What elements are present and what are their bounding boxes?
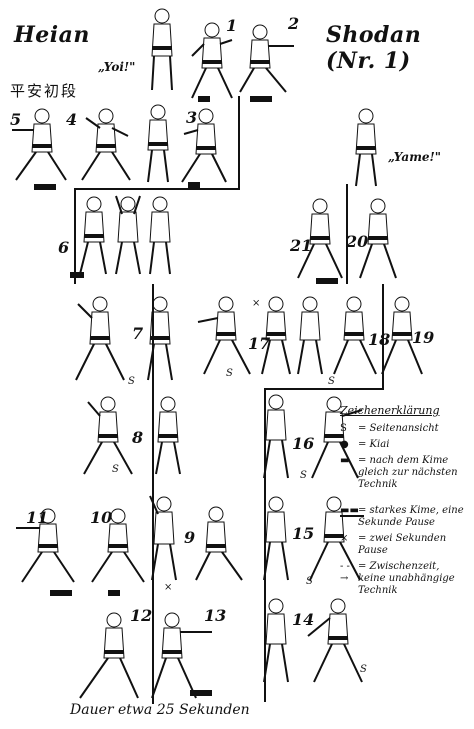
figure-step-3: [181, 108, 227, 183]
legend-symbol: ▬: [340, 455, 350, 466]
side-view-marker: S: [300, 470, 307, 481]
side-view-marker: S: [306, 576, 313, 587]
legend-symbol: ▬▬: [340, 505, 359, 516]
kime-bar: [70, 272, 84, 278]
step-number: 12: [130, 606, 153, 625]
kiai-marker: ×: [164, 582, 173, 593]
kime-bar: [190, 690, 212, 696]
legend-row: ▬▬= starkes Kime, eine Sekunde Pause: [340, 505, 470, 529]
kime-bar: [188, 182, 200, 188]
legend-symbol: - - →: [340, 561, 350, 584]
side-view-marker: S: [128, 376, 135, 387]
kiai-marker: ×: [252, 298, 261, 309]
figure-step-1: [191, 22, 233, 99]
legend-text: = starkes Kime, eine Sekunde Pause: [358, 505, 464, 528]
legend-row: × = zwei Sekunden Pause: [340, 533, 470, 557]
legend-symbol: ×: [340, 533, 349, 544]
legend-row: ● = Kiai: [340, 439, 470, 451]
duration-note: Dauer etwa 25 Sekunden: [70, 702, 250, 718]
figure-step-20-21: [297, 198, 397, 279]
legend: Zeichenerklärung S = Seitenansicht ● = Kia…: [340, 405, 470, 601]
path-line-yame: [346, 184, 348, 284]
figure-step-2: [239, 24, 294, 93]
path-line-middle-horizontal: [264, 388, 384, 390]
step-number: 2: [288, 14, 300, 33]
step-number: 15: [292, 524, 315, 543]
figure-step-17-19: [197, 296, 423, 375]
command-yame: „Yame!": [388, 150, 442, 164]
legend-symbol: S: [340, 423, 347, 434]
step-number: 19: [412, 328, 435, 347]
figure-step-10-11: [16, 508, 145, 583]
figure-yame: [355, 108, 377, 187]
step-number: 5: [10, 110, 22, 129]
figure-step-7: [75, 296, 173, 381]
legend-symbol: ●: [340, 439, 349, 450]
step-number: 9: [184, 528, 196, 547]
command-yoi: „Yoi!": [98, 60, 136, 74]
side-view-marker: S: [226, 368, 233, 379]
side-view-marker: S: [328, 376, 335, 387]
kime-bar: [34, 184, 56, 190]
figure-step-15: [263, 496, 364, 581]
legend-text: = Kiai: [358, 439, 390, 450]
figure-step-5: [12, 108, 67, 181]
step-number: 3: [186, 108, 198, 127]
figure-step-4: [81, 108, 131, 181]
side-view-marker: S: [360, 664, 367, 675]
step-number: 8: [132, 428, 144, 447]
step-number: 6: [58, 238, 70, 257]
figure-yoi: [151, 8, 173, 91]
legend-text: = Zwischenzeit, keine unabhängige Techni…: [358, 561, 455, 596]
kime-bar: [108, 590, 120, 596]
step-number: 7: [132, 324, 144, 343]
path-line-center-vertical: [152, 284, 154, 704]
figure-step-6: [79, 195, 171, 275]
step-number: 21: [290, 236, 313, 255]
step-number: 20: [346, 232, 369, 251]
step-number: 11: [26, 508, 49, 527]
path-line-upper-horizontal: [74, 188, 240, 190]
figure-step-8: [83, 396, 181, 475]
legend-row: ▬ = nach dem Kime gleich zur nächsten Tec…: [340, 455, 470, 491]
title-left: Heian: [14, 22, 90, 48]
legend-text: = zwei Sekunden Pause: [358, 533, 447, 556]
kime-bar: [316, 278, 338, 284]
step-number: 16: [292, 434, 315, 453]
path-line-top: [238, 96, 240, 188]
step-number: 1: [226, 16, 238, 35]
figure-step-4a: [147, 104, 169, 183]
kime-bar-strong: [250, 96, 272, 102]
legend-heading: Zeichenerklärung: [340, 404, 440, 417]
kanji-title: 平安初段: [10, 82, 79, 100]
title-right: Shodan (Nr. 1): [326, 22, 422, 74]
kime-bar: [50, 590, 72, 596]
legend-text: = nach dem Kime gleich zur nächsten Tech…: [358, 455, 458, 490]
step-number: 17: [248, 334, 271, 353]
path-line-right-upper: [382, 284, 384, 388]
path-line-right-vertical: [264, 390, 266, 702]
path-line-left-vertical: [74, 188, 76, 284]
kime-bar: [198, 96, 210, 102]
figure-step-9: [149, 495, 243, 581]
step-number: 10: [90, 508, 113, 527]
figure-step-12-13: [79, 612, 212, 699]
step-number: 18: [368, 330, 391, 349]
legend-text: = Seitenansicht: [358, 423, 439, 434]
step-number: 13: [204, 606, 227, 625]
legend-row: - - → = Zwischenzeit, keine unabhängige T…: [340, 561, 470, 597]
legend-row: S = Seitenansicht: [340, 423, 470, 435]
side-view-marker: S: [112, 464, 119, 475]
step-number: 4: [66, 110, 78, 129]
figure-step-14: [263, 598, 363, 683]
step-number: 14: [292, 610, 315, 629]
